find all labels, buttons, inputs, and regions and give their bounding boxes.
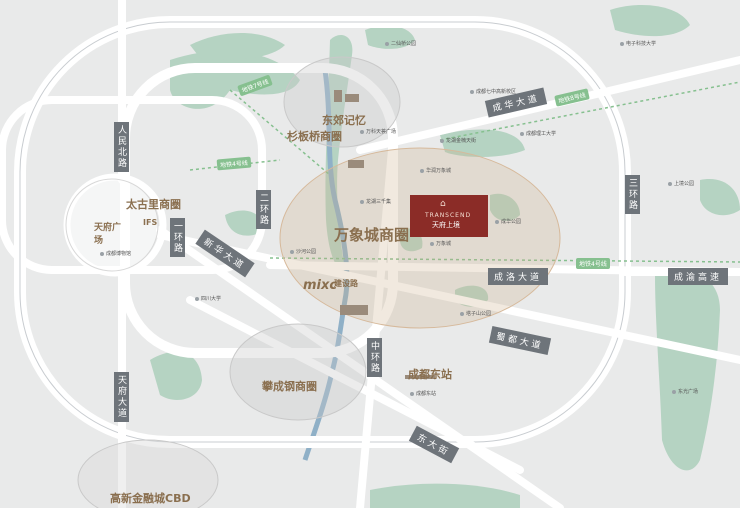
shudu-avenue	[156, 231, 740, 364]
poi: 成都东站	[410, 390, 436, 397]
poi: 成都理工大学	[520, 130, 556, 137]
district-chengdu-east: 成都东站	[408, 368, 452, 381]
park-area	[610, 5, 690, 37]
river	[302, 69, 350, 461]
poi: 华润万象城	[420, 167, 451, 174]
poi: 龙湖三千集	[360, 198, 391, 205]
project-marker-box	[410, 195, 488, 237]
poi: 电子科技大学	[620, 40, 656, 47]
park-area	[190, 32, 285, 60]
wanxiangcheng-circle	[279, 147, 561, 329]
project-name: 天府上境	[432, 221, 460, 229]
poi: 四川大学	[195, 295, 221, 302]
poi: 成都博物馆	[100, 250, 131, 257]
district-taikoo: 太古里商圈	[126, 198, 181, 211]
road-label-chengyu: 成渝高速	[668, 268, 729, 285]
park-area	[700, 179, 740, 216]
road-label-renmin-north: 人民北路	[114, 122, 129, 172]
district-tianfu-square: 天府广场	[94, 223, 122, 246]
poi: 万科天荟广场	[360, 128, 396, 135]
park-area	[490, 193, 520, 222]
park-area	[370, 483, 520, 508]
east-avenue	[186, 296, 524, 474]
district-panchengang: 攀成钢商圈	[262, 380, 317, 393]
project-brand: TRANSCEND	[425, 212, 472, 219]
poi: 上境公园	[668, 180, 694, 187]
district-wanxiangcheng: 万象城商圈	[334, 226, 410, 244]
road-label-third-ring: 三环路	[625, 175, 640, 214]
park-area	[225, 210, 263, 236]
poi: 龙湖金楠天街	[440, 137, 476, 144]
district-jinrong: 高新金融城CBD	[110, 492, 191, 505]
tianfu-circle	[65, 178, 159, 272]
road-label-chengluo: 成洛大道	[488, 268, 549, 285]
district-ifs: IFS	[143, 218, 158, 227]
project-logo-icon: ⌂	[440, 199, 446, 209]
poi: 东光广场	[672, 388, 698, 395]
road-label-tianfu: 天府大道	[114, 372, 129, 422]
poi: 万象城	[430, 240, 451, 247]
metro-label-line4-east: 地铁4号线	[576, 258, 610, 269]
park-area	[150, 351, 202, 400]
poi: 成都七中高新校区	[470, 88, 516, 95]
park-area	[325, 35, 353, 271]
district-dongjiao: 东郊记忆	[322, 114, 366, 127]
district-jianshe: 建设路	[334, 279, 358, 288]
poi: 塔子山公园	[460, 310, 491, 317]
chenghua-avenue	[356, 56, 740, 154]
road-label-first-ring: 一环路	[170, 218, 185, 257]
park-area	[655, 271, 720, 471]
poi: 沙河公园	[290, 248, 316, 255]
poi: 二仙桥公园	[385, 40, 416, 47]
poi: 成华公园	[495, 218, 521, 225]
xinhua-avenue	[156, 226, 564, 508]
district-mixc: mixc	[303, 278, 338, 293]
road-label-second-ring: 二环路	[256, 190, 271, 229]
road-label-zhonghuan: 中环路	[367, 338, 382, 377]
jinrong-circle	[77, 439, 219, 508]
zhonghuan-road	[356, 146, 396, 508]
district-shabanqiao: 杉板桥商圈	[287, 130, 342, 143]
panchengang-circle	[229, 323, 367, 421]
